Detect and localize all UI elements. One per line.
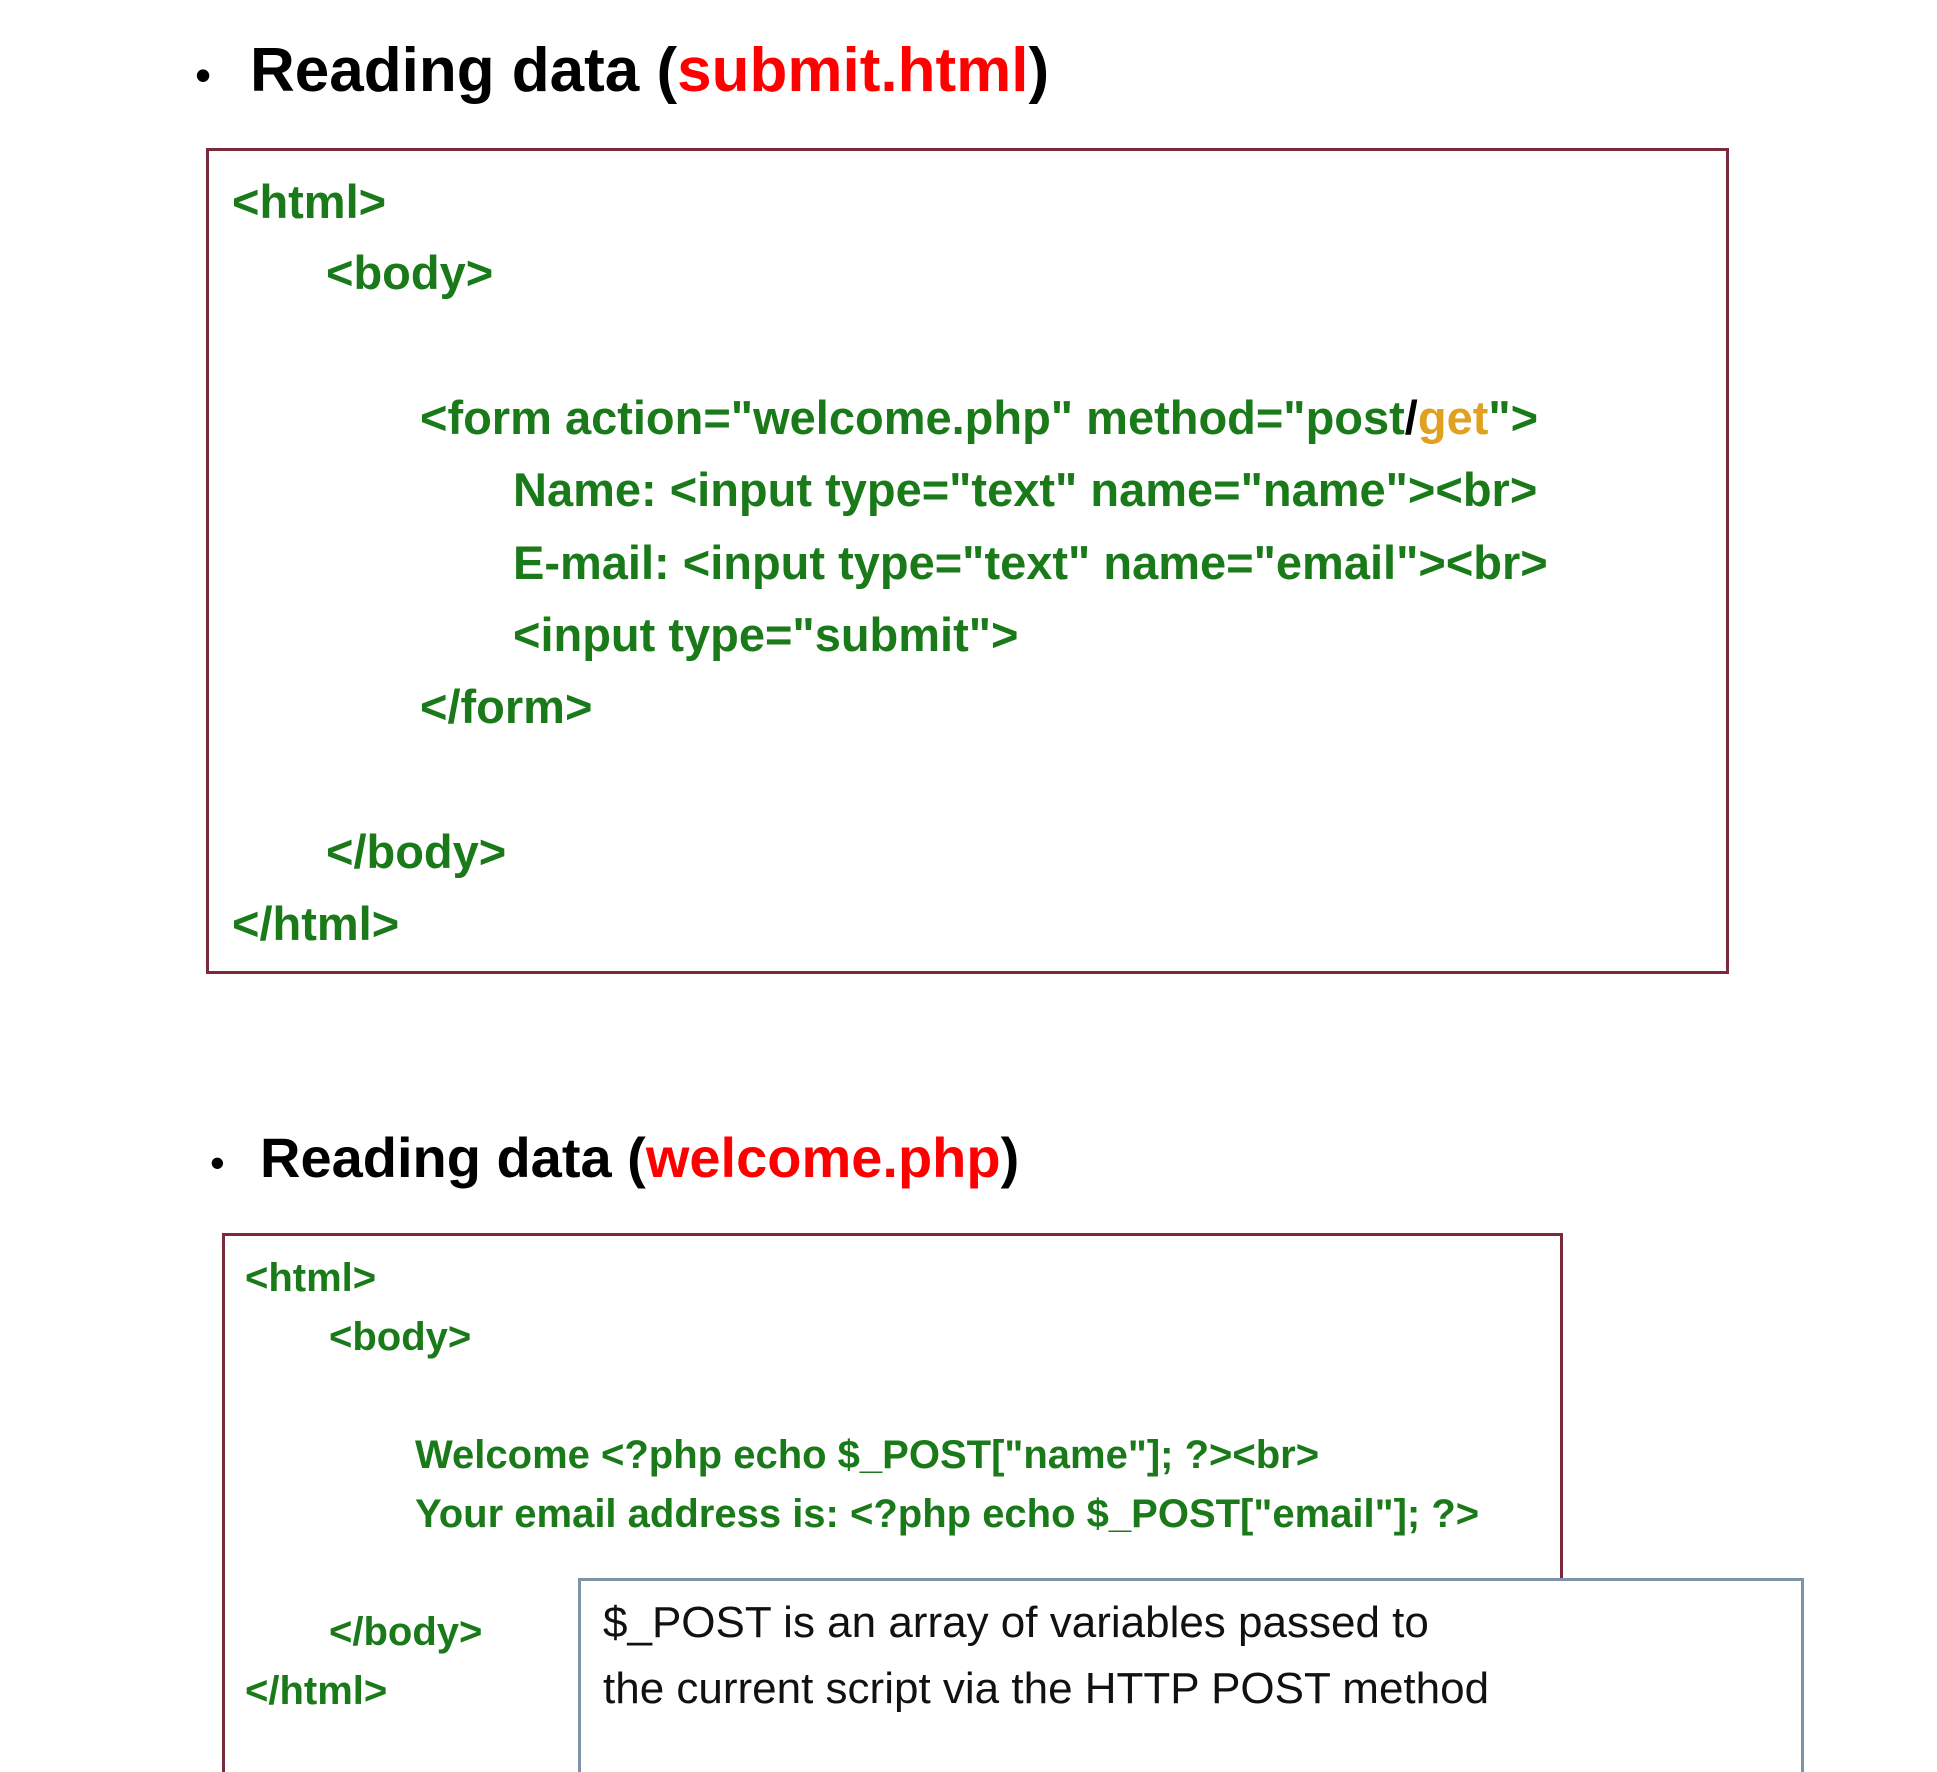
code-line-email-input: E-mail: <input type="text" name="email">…	[513, 536, 1548, 589]
code-line-body-close: </body>	[326, 825, 507, 878]
code-line-html-open: <html>	[245, 1256, 377, 1300]
code-line-html-open: <html>	[232, 175, 387, 228]
bullet: •	[195, 49, 212, 101]
heading-prefix: Reading data (	[260, 1126, 646, 1189]
code-line-email-echo: Your email address is: <?php echo $_POST…	[415, 1492, 1480, 1536]
code-line-body-open: <body>	[326, 246, 494, 299]
form-tag-end: ">	[1488, 391, 1539, 444]
code-box-submit-html: <html> <body> <form action="welcome.php"…	[206, 148, 1729, 974]
code-line-body-open: <body>	[329, 1315, 472, 1359]
heading-prefix: Reading data (	[250, 36, 678, 105]
code-line-html-close: </html>	[245, 1669, 388, 1713]
code-line-name-input: Name: <input type="text" name="name"><br…	[513, 463, 1538, 516]
method-get: get	[1417, 391, 1489, 444]
heading-suffix: )	[1000, 1126, 1020, 1189]
code-line-welcome-echo: Welcome <?php echo $_POST["name"]; ?><br…	[415, 1433, 1320, 1477]
code-line-body-close: </body>	[329, 1610, 483, 1654]
bullet: •	[210, 1139, 225, 1186]
code-line-form-open: <form action="welcome.php" method="post/…	[420, 394, 1538, 441]
heading-filename: welcome.php	[645, 1126, 1001, 1189]
post-array-callout: $_POST is an array of variables passed t…	[578, 1578, 1804, 1772]
method-separator: /	[1404, 391, 1418, 444]
code-line-html-close: </html>	[232, 897, 400, 950]
code-line-submit-input: <input type="submit">	[513, 608, 1019, 661]
form-tag-text: <form action="welcome.php" method="post	[420, 391, 1405, 444]
code-line-form-close: </form>	[420, 680, 593, 733]
heading-filename: submit.html	[677, 36, 1029, 105]
heading-suffix: )	[1028, 36, 1050, 105]
callout-line-2: the current script via the HTTP POST met…	[603, 1664, 1490, 1713]
callout-line-1: $_POST is an array of variables passed t…	[603, 1598, 1429, 1647]
section-heading-submit: •Reading data (submit.html)	[195, 40, 1049, 102]
section-heading-welcome: •Reading data (welcome.php)	[210, 1130, 1019, 1186]
